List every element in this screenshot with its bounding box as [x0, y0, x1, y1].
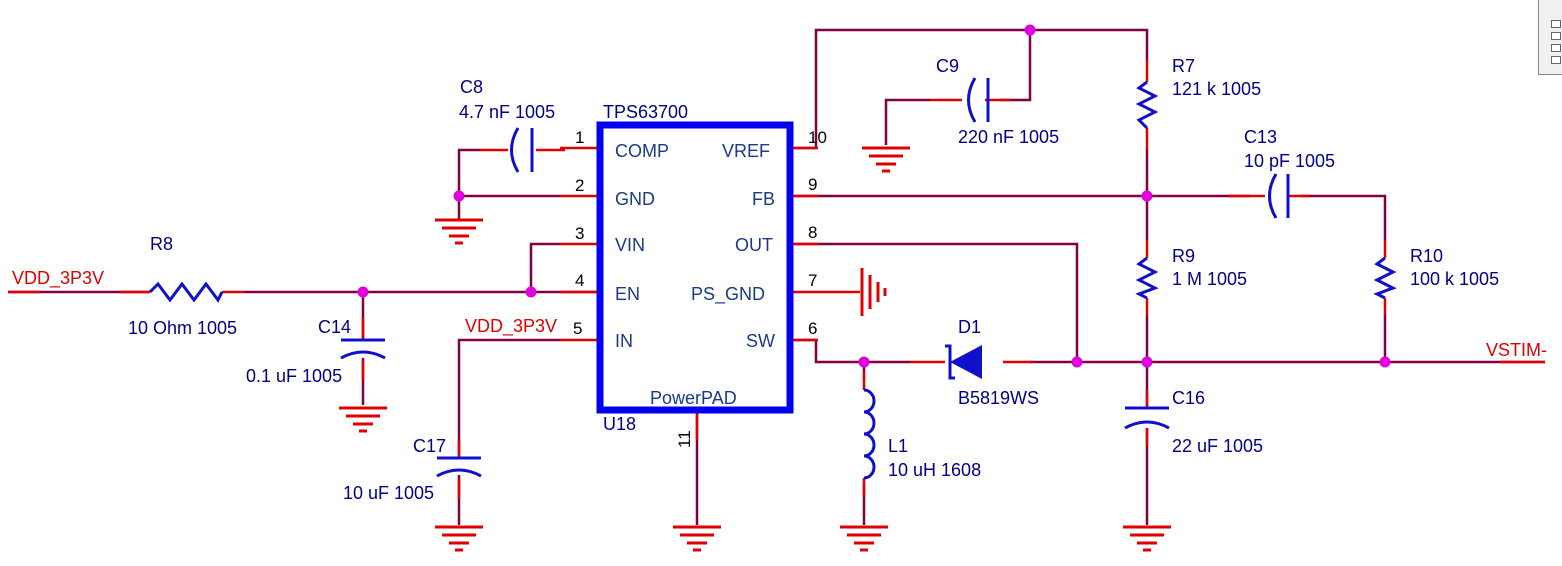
- c17-capacitor[interactable]: [436, 456, 482, 478]
- corner-toolbar-widget[interactable]: [1538, 0, 1562, 75]
- r8-resistor[interactable]: [148, 281, 224, 303]
- c8-ref: C8: [460, 77, 483, 97]
- ground-icon: [1123, 525, 1171, 552]
- pin-num: 2: [575, 176, 584, 195]
- pin-name: FB: [752, 189, 775, 209]
- chip-pad-label: PowerPAD: [650, 388, 737, 408]
- pin-num: 9: [808, 175, 817, 194]
- l1-inductor[interactable]: [863, 388, 876, 480]
- ground-icon: [339, 406, 387, 433]
- pin-num: 1: [575, 128, 584, 147]
- wires: [8, 28, 1545, 525]
- r8-ref: R8: [150, 234, 173, 254]
- c14-value: 0.1 uF 1005: [246, 366, 342, 386]
- c9-capacitor[interactable]: [967, 77, 990, 123]
- pin-name: PS_GND: [691, 284, 765, 305]
- r10-resistor[interactable]: [1373, 256, 1397, 300]
- net-label-vdd-in: VDD_3P3V: [465, 316, 557, 337]
- chip-right-pins: 10 VREF 9 FB 8 OUT 7 PS_GND 6 SW: [691, 128, 827, 351]
- c13-value: 10 pF 1005: [1244, 151, 1335, 171]
- r10-ref: R10: [1410, 246, 1443, 266]
- r8-value: 10 Ohm 1005: [128, 318, 237, 338]
- d1-ref: D1: [958, 317, 981, 337]
- pin-num: 4: [575, 271, 584, 290]
- net-label-vstim: VSTIM-: [1486, 340, 1547, 360]
- c9-ref: C9: [936, 56, 959, 76]
- c13-capacitor[interactable]: [1268, 173, 1290, 219]
- pin-num: 6: [808, 319, 817, 338]
- pin-name: SW: [746, 331, 775, 351]
- r9-resistor[interactable]: [1135, 256, 1159, 300]
- pin-num: 3: [575, 224, 584, 243]
- pin-name: VIN: [615, 235, 645, 255]
- chip-body[interactable]: [596, 121, 794, 414]
- net-label-vdd-left: VDD_3P3V: [12, 268, 104, 289]
- junctions: [357, 24, 1391, 368]
- d1-diode[interactable]: [945, 344, 982, 380]
- ground-icon: [862, 146, 910, 173]
- pad-pin-num: 11: [675, 430, 694, 448]
- chip-left-pins: 1 COMP 2 GND 3 VIN 4 EN 5 IN: [573, 128, 669, 351]
- pin-num: 10: [808, 128, 827, 147]
- pin-name: COMP: [615, 141, 669, 161]
- ground-icon: [673, 525, 721, 552]
- pin-name: VREF: [722, 141, 770, 161]
- pin-num: 8: [808, 223, 817, 242]
- chip-part: TPS63700: [603, 102, 688, 122]
- chip-ref: U18: [603, 414, 636, 434]
- c14-ref: C14: [318, 317, 351, 337]
- pin-num: 7: [808, 271, 817, 290]
- c17-ref: C17: [413, 436, 446, 456]
- c13-ref: C13: [1244, 127, 1277, 147]
- r9-value: 1 M 1005: [1172, 269, 1247, 289]
- c8-value: 4.7 nF 1005: [459, 102, 555, 122]
- c16-value: 22 uF 1005: [1172, 436, 1263, 456]
- r7-resistor[interactable]: [1135, 80, 1159, 130]
- c8-capacitor[interactable]: [510, 127, 534, 173]
- c16-capacitor[interactable]: [1124, 406, 1170, 430]
- pin-name: GND: [615, 189, 655, 209]
- pin-name: OUT: [735, 235, 773, 255]
- ground-icon: [435, 525, 483, 552]
- ground-icon: [840, 525, 888, 552]
- pin-name: IN: [615, 331, 633, 351]
- pin-num: 5: [573, 319, 582, 338]
- l1-ref: L1: [888, 436, 908, 456]
- c17-value: 10 uF 1005: [343, 483, 434, 503]
- c9-value: 220 nF 1005: [958, 127, 1059, 147]
- pin-name: EN: [615, 284, 640, 304]
- pin-leads: [8, 60, 1545, 498]
- r7-value: 121 k 1005: [1172, 79, 1261, 99]
- r9-ref: R9: [1172, 246, 1195, 266]
- c14-capacitor[interactable]: [340, 338, 386, 360]
- l1-value: 10 uH 1608: [888, 460, 981, 480]
- r7-ref: R7: [1172, 56, 1195, 76]
- ground-icon: [860, 268, 887, 316]
- ground-icon: [435, 218, 483, 245]
- r10-value: 100 k 1005: [1410, 269, 1499, 289]
- d1-value: B5819WS: [958, 388, 1039, 408]
- c16-ref: C16: [1172, 388, 1205, 408]
